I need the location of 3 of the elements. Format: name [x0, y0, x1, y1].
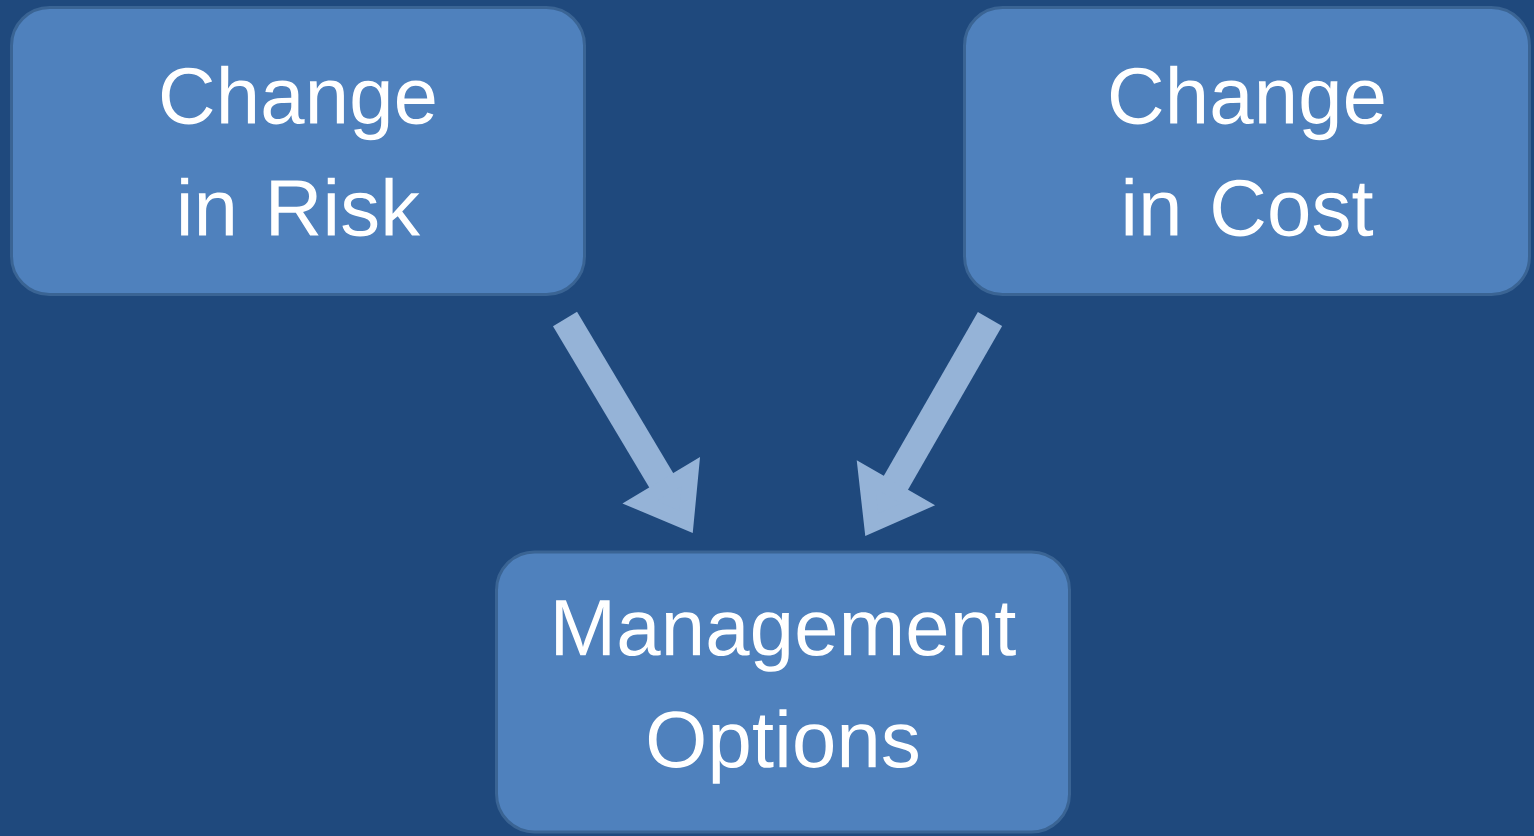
process-box: Change in Cost	[963, 6, 1531, 296]
process-box: Management Options	[495, 550, 1071, 834]
process-box: Change in Risk	[10, 6, 586, 296]
